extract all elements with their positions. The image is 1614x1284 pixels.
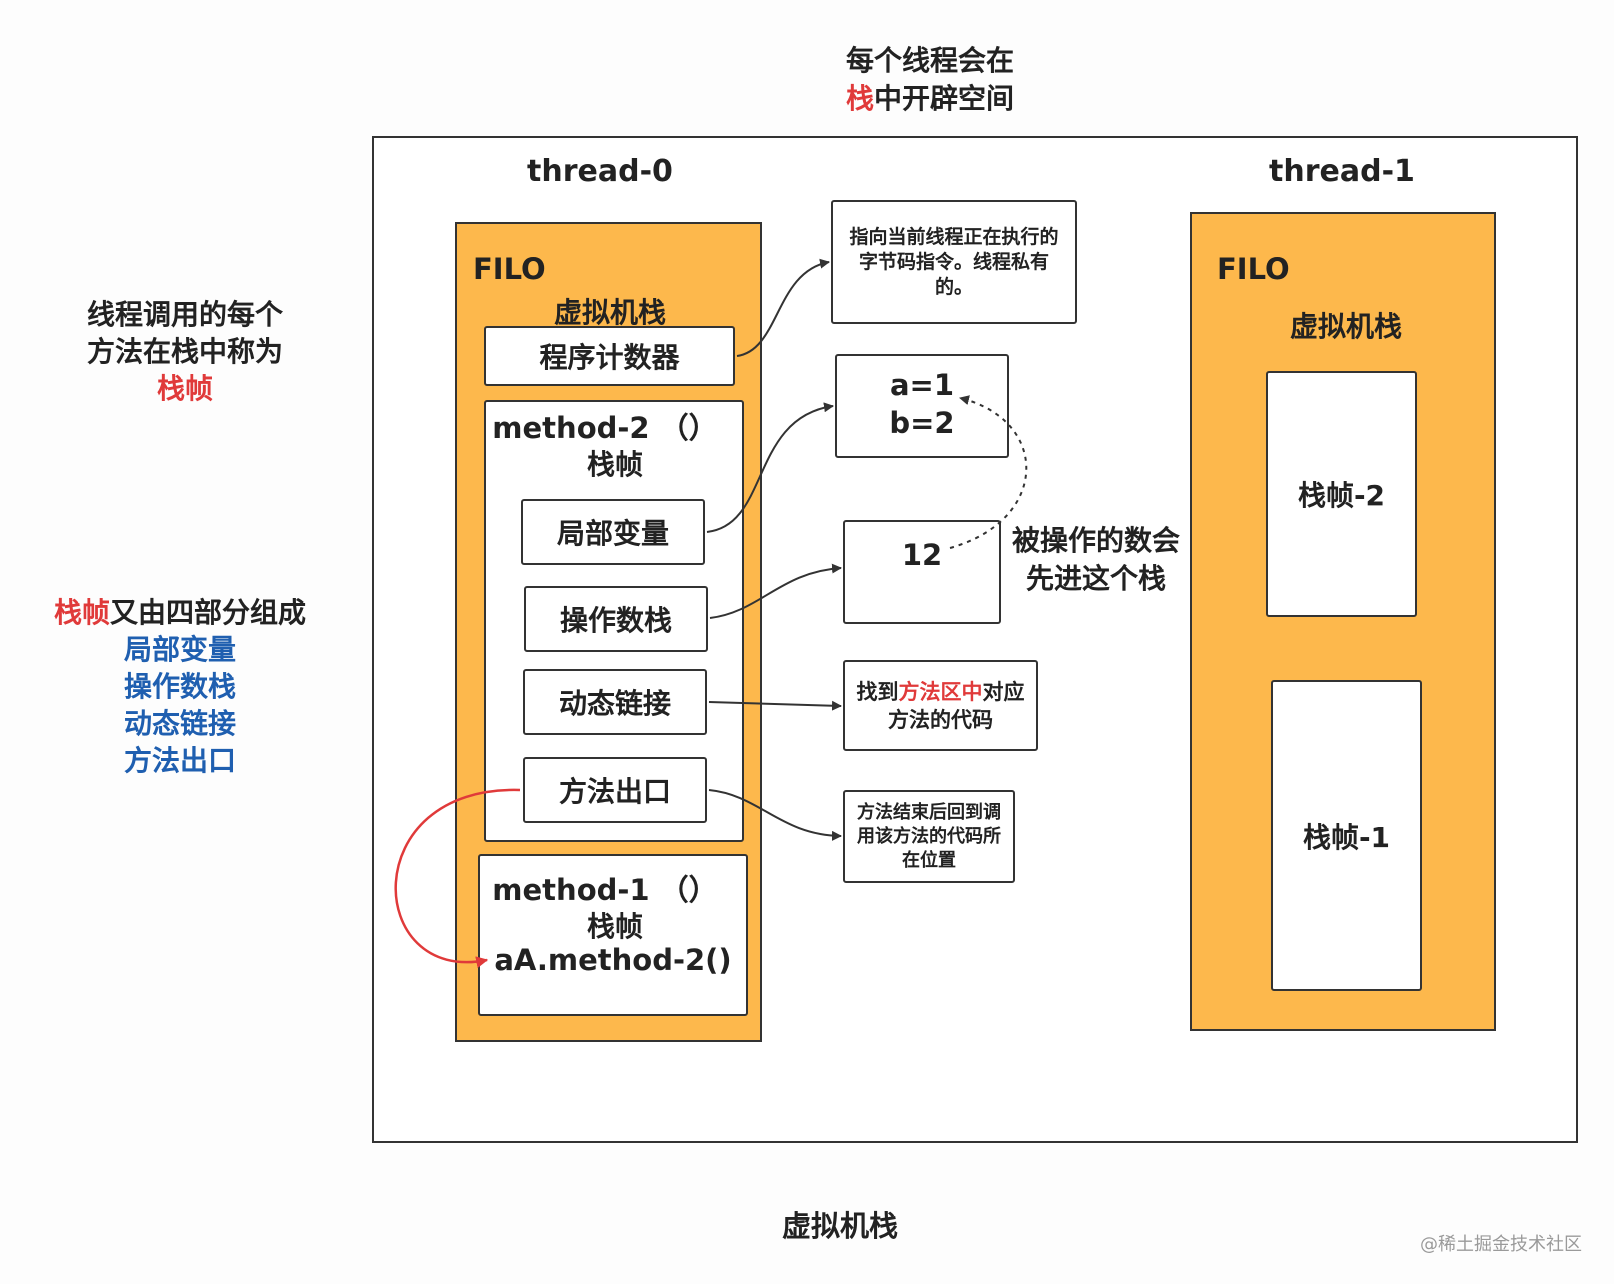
left-note-parts: 栈帧又由四部分组成 局部变量 操作数栈 动态链接 方法出口	[30, 594, 330, 779]
program-counter: 程序计数器	[484, 326, 735, 386]
top-note-line1: 每个线程会在	[845, 44, 1014, 77]
thread1-title: thread-1	[1269, 154, 1415, 189]
operand-to-vars-dotted-arrow	[949, 395, 1028, 549]
thread0-stack-label: 虚拟机栈	[553, 296, 666, 329]
left-note-frames-line1: 线程调用的每个	[86, 298, 283, 331]
left-note-frames-line3: 栈帧	[156, 372, 213, 405]
left-note-part-1: 局部变量	[123, 633, 236, 666]
top-note: 每个线程会在 栈中开辟空间	[780, 42, 1080, 118]
thread0-filo: FILO	[473, 252, 546, 286]
operand-stack-arrow	[709, 563, 842, 619]
dynamic-link: 动态链接	[523, 669, 707, 735]
thread1-frame-2: 栈帧-2	[1266, 371, 1417, 617]
local-variables: 局部变量	[521, 499, 705, 565]
bottom-label: 虚拟机栈	[781, 1209, 898, 1243]
method-exit: 方法出口	[523, 757, 707, 823]
method1-call: aA.method-2()	[494, 943, 732, 977]
method1-frame	[478, 854, 748, 1016]
pc-arrow	[736, 258, 830, 357]
left-note-parts-red: 栈帧	[53, 596, 110, 629]
dynamic-link-note: 找到方法区中对应方法的代码	[843, 660, 1038, 751]
left-note-part-4: 方法出口	[123, 744, 236, 777]
link-note-red: 方法区中	[898, 679, 983, 704]
operand-note: 被操作的数会 先进这个栈	[996, 522, 1196, 598]
method2-title: method-2 （）	[492, 411, 718, 445]
left-note-frames: 线程调用的每个 方法在栈中称为 栈帧	[60, 296, 310, 407]
operand-value-box: 12	[843, 520, 1001, 624]
variables-note: a=1 b=2	[835, 354, 1009, 458]
local-vars-arrow	[706, 402, 834, 533]
pc-note: 指向当前线程正在执行的字节码指令。线程私有的。	[831, 200, 1077, 324]
left-note-part-2: 操作数栈	[123, 670, 236, 703]
top-note-red: 栈	[845, 82, 874, 115]
thread1-filo: FILO	[1217, 252, 1290, 286]
method1-title: method-1 （）	[492, 873, 718, 907]
thread0-title: thread-0	[527, 154, 673, 189]
thread1-stack-label: 虚拟机栈	[1289, 310, 1402, 343]
link-note-b: 对应方法的代码	[888, 679, 1025, 732]
method-exit-note: 方法结束后回到调用该方法的代码所在位置	[843, 790, 1015, 883]
method-exit-arrow	[708, 789, 842, 841]
variables-note-line1: a=1	[889, 368, 955, 402]
method1-subtitle: 栈帧	[586, 910, 643, 943]
method-exit-note-text: 方法结束后回到调用该方法的代码所在位置	[857, 801, 1001, 871]
left-note-parts-rest: 又由四部分组成	[110, 596, 307, 629]
pc-note-text: 指向当前线程正在执行的字节码指令。线程私有的。	[849, 225, 1059, 298]
operand-value: 12	[901, 538, 943, 572]
thread1-frame-1: 栈帧-1	[1271, 680, 1422, 991]
operand-note-line2: 先进这个栈	[1025, 562, 1166, 595]
left-note-part-3: 动态链接	[123, 707, 236, 740]
method2-subtitle: 栈帧	[586, 448, 643, 481]
variables-note-line2: b=2	[889, 406, 955, 440]
return-arrow	[394, 788, 521, 969]
top-note-rest: 中开辟空间	[874, 82, 1015, 115]
dynamic-link-arrow	[708, 700, 842, 711]
watermark: @稀土掘金技术社区	[1420, 1234, 1582, 1255]
left-note-frames-line2: 方法在栈中称为	[86, 335, 283, 368]
operand-note-line1: 被操作的数会	[1011, 524, 1180, 557]
operand-stack: 操作数栈	[524, 586, 708, 652]
link-note-a: 找到	[856, 679, 899, 704]
